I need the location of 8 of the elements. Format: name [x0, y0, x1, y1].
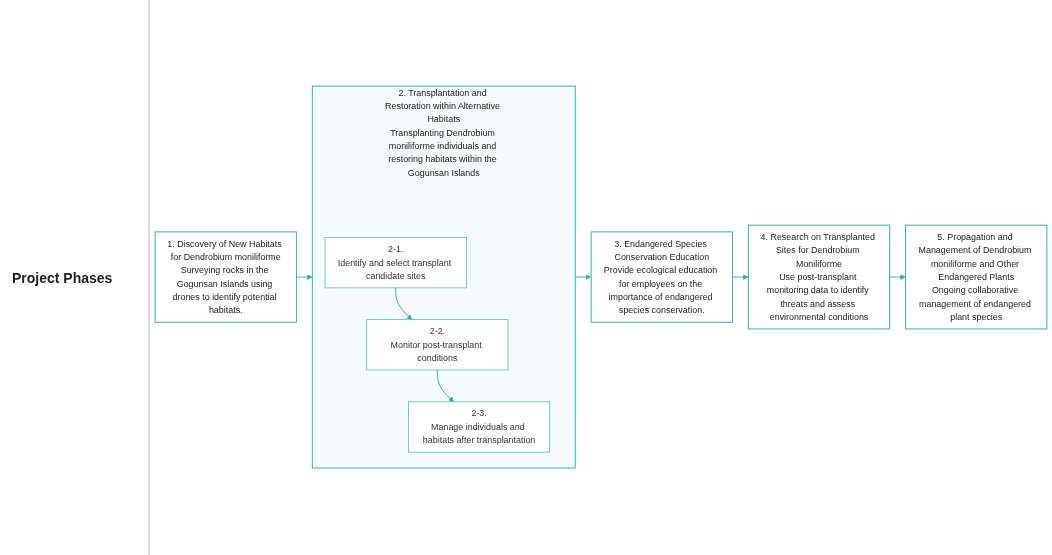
node-box: 5. Propagation and Management of Dendrobium moniliforme and Other Endangered Plants Ongoing collaborative management of endangered plant species: [905, 225, 1048, 330]
node-box: 2-3. Manage individuals and habitats after transplantation: [408, 401, 551, 453]
node-box: 1. Discovery of New Habitats for Dendrobium moniliforme Surveying rocks in the Gogunsan Islands using drones to identify potential habitats.: [154, 231, 297, 324]
node-box: 3. Endangered Species Conservation Education Provide ecological education for employees on the importance of endangered species conservation.: [590, 231, 733, 324]
node-box: 2-1. Identify and select transplant candidate sites: [324, 237, 467, 289]
node-box: 4. Research on Transplanted Sites for Dendrobium Moniliforme Use post-transplant monitoring data to identify threats and assess environmental conditions: [747, 225, 891, 330]
row-header: Project Phases: [12, 269, 113, 286]
node-box: 2-2. Monitor post-transplant conditions: [366, 319, 509, 371]
